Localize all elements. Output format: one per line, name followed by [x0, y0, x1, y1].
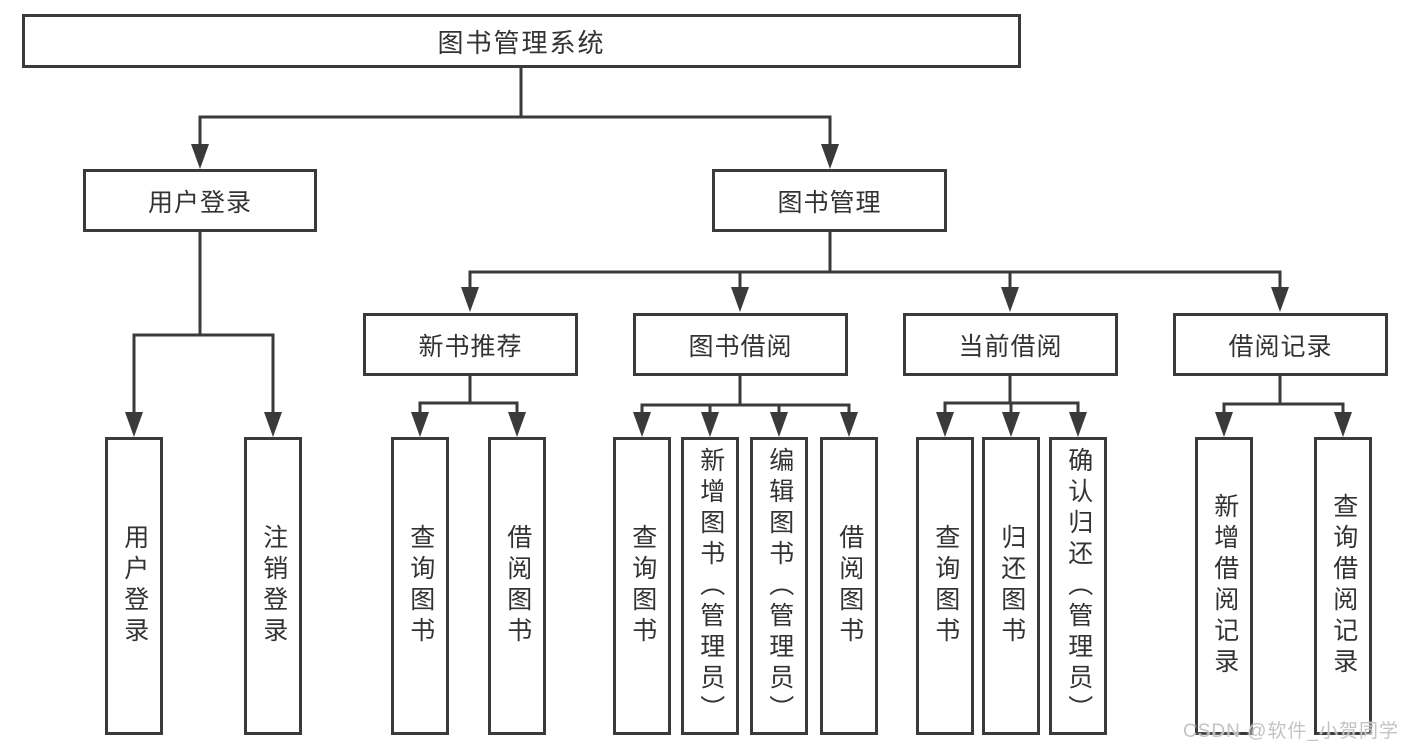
node-book-borrow-label: 图书借阅: [688, 332, 793, 361]
node-current-borrow-label: 当前借阅: [958, 332, 1063, 361]
leaf-user-login: 用户登录: [105, 437, 163, 735]
leaf-add-borrow-record-label: 新增借阅记录: [1210, 493, 1239, 679]
leaf-query-books-borrow-label: 查询图书: [628, 524, 657, 648]
leaf-query-books-current-label: 查询图书: [931, 524, 960, 648]
leaf-logout-label: 注销登录: [259, 524, 288, 648]
leaf-edit-books-admin-label: 编辑图书（管理员）: [765, 446, 794, 726]
node-user-login-label: 用户登录: [147, 188, 252, 217]
node-root-label: 图书管理系统: [437, 27, 606, 58]
leaf-add-borrow-record: 新增借阅记录: [1195, 437, 1253, 735]
leaf-query-books-borrow: 查询图书: [613, 437, 671, 735]
leaf-return-books: 归还图书: [982, 437, 1040, 735]
node-book-management-label: 图书管理: [777, 188, 882, 217]
leaf-logout: 注销登录: [244, 437, 302, 735]
leaf-query-books-recommend-label: 查询图书: [406, 524, 435, 648]
leaf-confirm-return-admin-label: 确认归还（管理员）: [1064, 446, 1093, 726]
leaf-return-books-label: 归还图书: [997, 524, 1026, 648]
node-borrow-record-label: 借阅记录: [1228, 332, 1333, 361]
node-root-system: 图书管理系统: [22, 14, 1021, 68]
leaf-add-books-admin-label: 新增图书（管理员）: [696, 446, 725, 726]
node-user-login: 用户登录: [83, 169, 317, 232]
leaf-query-borrow-record-label: 查询借阅记录: [1329, 493, 1358, 679]
node-current-borrow: 当前借阅: [903, 313, 1118, 376]
leaf-edit-books-admin: 编辑图书（管理员）: [750, 437, 808, 735]
node-new-book-recommend: 新书推荐: [363, 313, 578, 376]
leaf-borrow-books-borrow-label: 借阅图书: [835, 524, 864, 648]
node-new-book-recommend-label: 新书推荐: [418, 332, 523, 361]
node-book-management: 图书管理: [712, 169, 947, 232]
leaf-query-books-current: 查询图书: [916, 437, 974, 735]
leaf-borrow-books-borrow: 借阅图书: [820, 437, 878, 735]
node-borrow-record: 借阅记录: [1173, 313, 1388, 376]
leaf-add-books-admin: 新增图书（管理员）: [681, 437, 739, 735]
leaf-query-borrow-record: 查询借阅记录: [1314, 437, 1372, 735]
leaf-query-books-recommend: 查询图书: [391, 437, 449, 735]
leaf-borrow-books-recommend-label: 借阅图书: [503, 524, 532, 648]
node-book-borrow: 图书借阅: [633, 313, 848, 376]
leaf-borrow-books-recommend: 借阅图书: [488, 437, 546, 735]
leaf-user-login-label: 用户登录: [120, 524, 149, 648]
csdn-watermark: CSDN @软件_小贺同学: [1183, 721, 1399, 742]
leaf-confirm-return-admin: 确认归还（管理员）: [1049, 437, 1107, 735]
